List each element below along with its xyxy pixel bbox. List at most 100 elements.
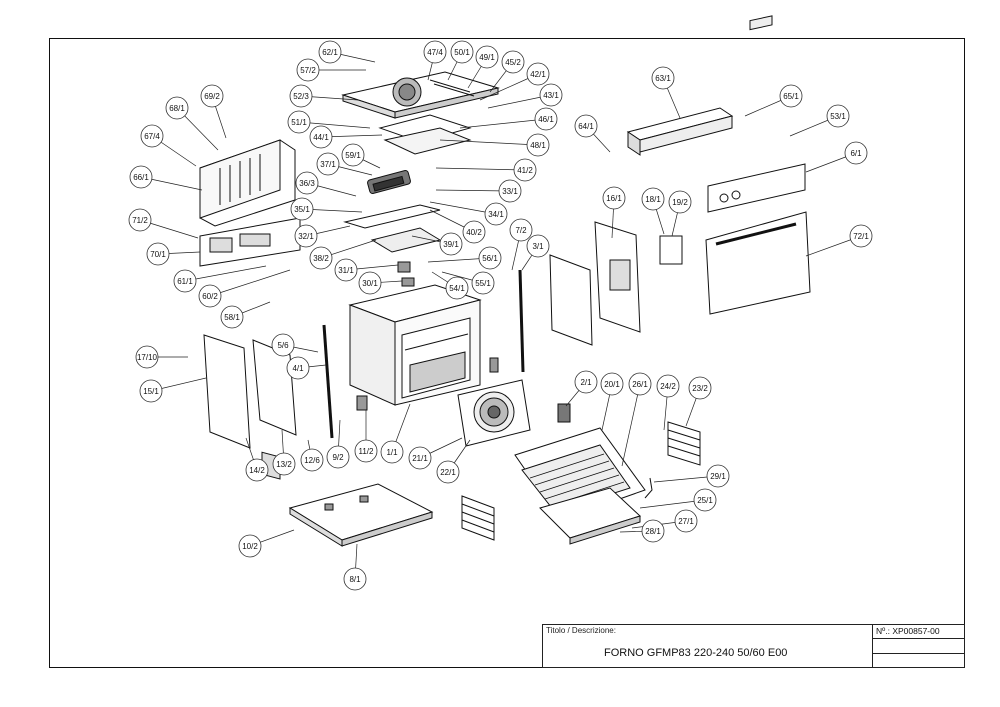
- callout-label: 58/1: [224, 313, 240, 322]
- callout-15-1: 15/1: [139, 379, 163, 403]
- callout-label: 57/2: [300, 66, 316, 75]
- callout-label: 53/1: [830, 112, 846, 121]
- callout-label: 4/1: [292, 364, 304, 373]
- callout-label: 40/2: [466, 228, 482, 237]
- callout-label: 67/4: [144, 132, 160, 141]
- callout-label: 60/2: [202, 292, 218, 301]
- callout-label: 72/1: [853, 232, 869, 241]
- callout-label: 71/2: [132, 216, 148, 225]
- callout-label: 38/2: [313, 254, 329, 263]
- leader-line: [439, 139, 539, 146]
- callout-label: 32/1: [298, 232, 314, 241]
- drawing-title: FORNO GFMP83 220-240 50/60 E00: [604, 647, 788, 659]
- callout-label: 13/2: [276, 460, 292, 469]
- callout-label: 17/10: [137, 353, 158, 362]
- callout-67-4: 67/4: [140, 124, 164, 148]
- callout-2-1: 2/1: [574, 370, 598, 394]
- callout-label: 47/4: [427, 48, 443, 57]
- drawing-number: Nº.: XP00857-00: [876, 626, 940, 636]
- callout-56-1: 56/1: [478, 246, 502, 270]
- callout-61-1: 61/1: [173, 269, 197, 293]
- callout-label: 66/1: [133, 173, 149, 182]
- callout-label: 51/1: [291, 118, 307, 127]
- callout-label: 24/2: [660, 382, 676, 391]
- callout-label: 63/1: [655, 74, 671, 83]
- callout-label: 55/1: [475, 279, 491, 288]
- callout-64-1: 64/1: [574, 114, 598, 138]
- callout-label: 48/1: [530, 141, 546, 150]
- callout-label: 16/1: [606, 194, 622, 203]
- callout-label: 7/2: [515, 226, 527, 235]
- callout-35-1: 35/1: [290, 197, 314, 221]
- top-element-frame-part: [378, 114, 472, 155]
- leader-line: [184, 265, 267, 282]
- callout-label: 37/1: [320, 160, 336, 169]
- callout-49-1: 49/1: [475, 45, 499, 69]
- callout-32-1: 32/1: [294, 224, 318, 248]
- callout-label: 26/1: [632, 380, 648, 389]
- callout-33-1: 33/1: [498, 179, 522, 203]
- callout-69-2: 69/2: [200, 84, 224, 108]
- callout-29-1: 29/1: [706, 464, 730, 488]
- rails-part: [322, 269, 525, 439]
- callout-1-1: 1/1: [380, 440, 404, 464]
- callout-label: 27/1: [678, 517, 694, 526]
- callout-label: 12/6: [304, 456, 320, 465]
- callout-label: 52/3: [293, 92, 309, 101]
- callout-label: 59/1: [345, 151, 361, 160]
- leader-line: [435, 189, 511, 192]
- callout-label: 19/2: [672, 198, 688, 207]
- callout-label: 56/1: [482, 254, 498, 263]
- callout-label: 6/1: [850, 149, 862, 158]
- callout-52-3: 52/3: [289, 84, 313, 108]
- callout-label: 9/2: [332, 453, 344, 462]
- callout-43-1: 43/1: [539, 83, 563, 107]
- callout-6-1: 6/1: [844, 141, 868, 165]
- callout-63-1: 63/1: [651, 66, 675, 90]
- callout-label: 68/1: [169, 104, 185, 113]
- leader-line: [435, 167, 526, 171]
- callout-66-1: 66/1: [129, 165, 153, 189]
- callout-label: 5/6: [277, 341, 289, 350]
- callout-label: 23/2: [692, 384, 708, 393]
- callout-60-2: 60/2: [198, 284, 222, 308]
- callout-label: 50/1: [454, 48, 470, 57]
- callout-22-1: 22/1: [436, 460, 460, 484]
- callout-label: 30/1: [362, 279, 378, 288]
- callout-55-1: 55/1: [471, 271, 495, 295]
- callout-46-1: 46/1: [534, 107, 558, 131]
- control-panel-part: [199, 217, 301, 267]
- callout-72-1: 72/1: [849, 224, 873, 248]
- callout-21-1: 21/1: [408, 446, 432, 470]
- callout-48-1: 48/1: [526, 133, 550, 157]
- callout-54-1: 54/1: [445, 276, 469, 300]
- oven-cavity-part: [348, 284, 482, 406]
- callout-label: 18/1: [645, 195, 661, 204]
- callout-label: 29/1: [710, 472, 726, 481]
- lower-rack-part: [461, 495, 495, 541]
- callout-label: 41/2: [517, 166, 533, 175]
- callout-12-6: 12/6: [300, 448, 324, 472]
- callout-label: 49/1: [479, 53, 495, 62]
- callout-label: 42/1: [530, 70, 546, 79]
- callout-label: 64/1: [578, 122, 594, 131]
- callout-7-2: 7/2: [509, 218, 533, 242]
- callout-17-10: 17/10: [135, 345, 159, 369]
- callout-31-1: 31/1: [334, 258, 358, 282]
- callout-70-1: 70/1: [146, 242, 170, 266]
- callout-16-1: 16/1: [602, 186, 626, 210]
- callout-4-1: 4/1: [286, 356, 310, 380]
- top-trim-part: [626, 107, 734, 156]
- callout-14-2: 14/2: [245, 458, 269, 482]
- callout-20-1: 20/1: [600, 372, 624, 396]
- callout-label: 43/1: [543, 91, 559, 100]
- callout-40-2: 40/2: [462, 220, 486, 244]
- baking-pan-part: [539, 487, 641, 545]
- callout-57-2: 57/2: [296, 58, 320, 82]
- callout-label: 31/1: [338, 266, 354, 275]
- callout-label: 54/1: [449, 284, 465, 293]
- side-panel-right-part: [549, 221, 641, 346]
- callout-label: 34/1: [488, 210, 504, 219]
- top-cover-part: [341, 71, 500, 119]
